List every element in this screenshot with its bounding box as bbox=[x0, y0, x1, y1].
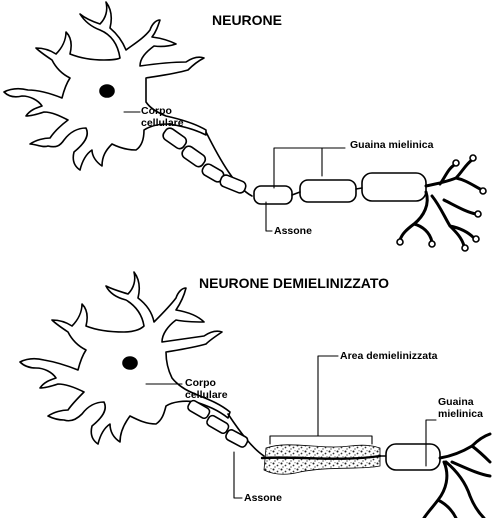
normal-neuron-title: NEURONE bbox=[212, 12, 282, 28]
demyelinated-neuron-title: NEURONE DEMIELINIZZATO bbox=[199, 275, 389, 291]
myelin-segments-remaining bbox=[380, 444, 440, 470]
nucleus bbox=[100, 85, 114, 97]
demyelinated-area-label: Area demielinizzata bbox=[340, 350, 437, 362]
demyelinated-neuron bbox=[20, 272, 490, 518]
myelin-sheath-label: Guaina mielinica bbox=[438, 396, 483, 420]
myelin-sheath-label-line1: Guaina bbox=[438, 396, 483, 408]
axon-label: Assone bbox=[244, 492, 282, 504]
axon-label: Assone bbox=[274, 225, 312, 237]
myelin-sheath-label-line2: mielinica bbox=[438, 408, 483, 420]
myelin-sheath-label: Guaina mielinica bbox=[350, 139, 433, 151]
cell-body-label-line2: cellulare bbox=[141, 117, 184, 129]
cell-body-label: Corpo cellulare bbox=[185, 377, 228, 401]
cell-body-label: Corpo cellulare bbox=[141, 105, 184, 129]
leader-lines bbox=[124, 112, 345, 231]
cell-body-label-line1: Corpo bbox=[141, 105, 184, 117]
nucleus bbox=[123, 357, 137, 369]
cell-body-label-line1: Corpo bbox=[185, 377, 228, 389]
cell-body-label-line2: cellulare bbox=[185, 389, 228, 401]
normal-neuron bbox=[4, 2, 486, 251]
myelin-segments bbox=[161, 126, 426, 204]
